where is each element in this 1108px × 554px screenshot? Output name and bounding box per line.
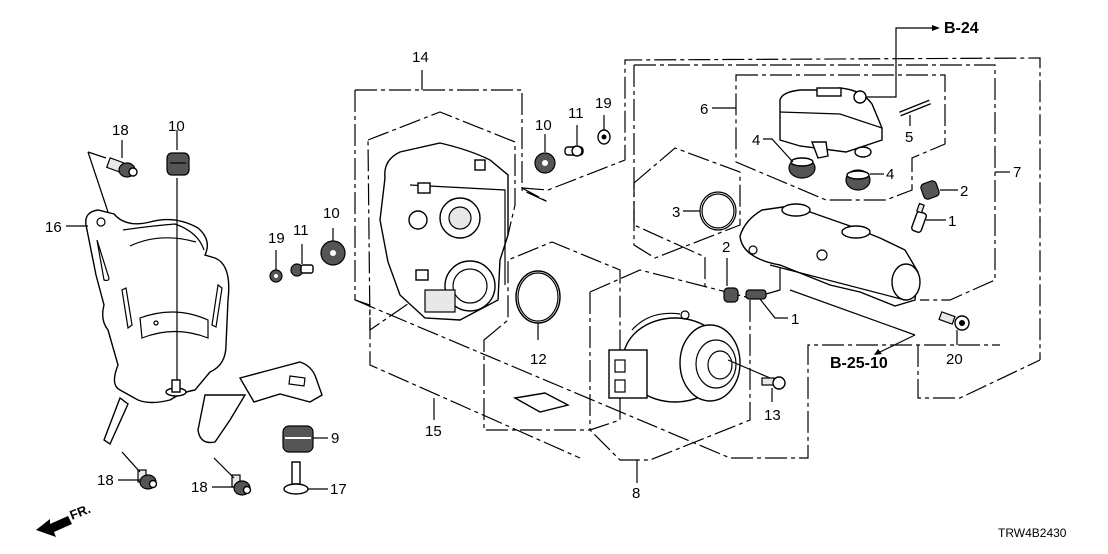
box-7-bottom [917,345,1041,399]
leader-b2510-a [789,289,916,336]
front-arrow-icon [36,516,72,537]
box-7-inner [633,64,996,301]
reservoir-part-6[interactable] [779,87,883,159]
gasket-part [512,392,570,413]
callout-16: 16 [45,219,62,236]
leader-13-axis [727,359,771,379]
housing-part-14[interactable] [379,142,509,321]
rubber-part-10-left[interactable] [166,152,190,176]
box-8-outline [589,269,751,461]
front-label: FR. [68,501,93,523]
callout-6: 6 [700,101,708,118]
callout-2-right: 2 [960,183,968,200]
reference-b24[interactable]: B-24 [944,20,979,37]
cap-part-2-left[interactable] [723,287,739,303]
callout-14: 14 [412,49,429,66]
pin-part-5[interactable] [899,99,931,117]
leader-1-left-a [765,268,781,295]
callout-1-left: 1 [791,311,799,328]
leader-18-bl-b [121,451,141,473]
bolt-part-18-bottom-mid[interactable] [231,474,252,496]
bolt-part-20[interactable] [938,311,970,331]
collar-part-11-right[interactable] [564,145,584,157]
leader-1-left-b [759,298,788,319]
callout-18-top: 18 [112,122,129,139]
callout-11-left: 11 [293,222,309,239]
leader-18-bm-b [213,457,235,479]
callout-13: 13 [764,407,781,424]
nut-part-19-right[interactable] [597,129,611,145]
reference-b2510[interactable]: B-25-10 [830,355,888,372]
arrow-b2510-icon [874,349,882,355]
master-cylinder-body-part-7[interactable] [739,203,921,307]
callout-18-bottom-mid: 18 [191,479,208,496]
collar-part-11-left[interactable] [290,263,314,277]
oring-part-12[interactable] [515,270,561,324]
leader-b2510 [879,334,916,353]
callout-10-left: 10 [168,118,185,135]
leader-b24 [866,27,932,98]
rubber-part-9[interactable] [282,425,314,453]
oring-part-3[interactable] [699,191,737,231]
box-3-outline [633,147,741,259]
box-12-outline [483,241,621,431]
cap-part-2-right[interactable] [920,180,941,201]
seal-part-4-left[interactable] [788,157,816,179]
box-14-outline [367,111,516,332]
callout-5: 5 [905,129,913,146]
callout-18-bottom-left: 18 [97,472,114,489]
leader-4-left [763,138,794,163]
bolt-part-13[interactable] [761,376,786,390]
callout-4-left: 4 [752,132,760,149]
bleeder-part-1-left[interactable] [745,289,767,300]
motor-part-8[interactable] [608,310,741,403]
nut-part-19-left[interactable] [269,269,283,283]
rubber-part-10-right[interactable] [534,152,556,174]
callout-10-right: 10 [535,117,552,134]
leader-18-top-a [87,151,107,159]
callout-2-left: 2 [722,239,730,256]
bleeder-part-1-right[interactable] [911,202,927,234]
rubber-part-10-mid[interactable] [320,240,346,266]
bracket-group [66,130,346,496]
callout-15: 15 [425,423,442,440]
front-indicator: FR. [36,501,93,537]
callout-8: 8 [632,485,640,502]
box-6-outline [735,74,946,201]
callout-17: 17 [330,481,347,498]
callouts: 18 10 16 19 11 10 9 17 18 18 14 10 11 19… [45,20,1067,540]
master-cylinder-group [633,25,1041,399]
bolt-part-18-bottom-left[interactable] [137,469,158,490]
stud-part-17[interactable] [283,461,309,495]
callout-10-mid: 10 [323,205,340,222]
callout-9: 9 [331,430,339,447]
seal-part-4-right[interactable] [845,169,871,191]
callout-12: 12 [530,351,547,368]
diagram-code: TRW4B2430 [998,526,1067,540]
arrow-b24-icon [932,25,940,31]
bolt-part-18-top[interactable] [105,157,138,178]
callout-11-right: 11 [568,105,584,122]
bracket-part-16[interactable] [85,209,323,446]
box-7-outer [521,57,1041,360]
callout-7: 7 [1013,164,1021,181]
callout-19-left: 19 [268,230,285,247]
callout-1-right: 1 [948,213,956,230]
callout-3: 3 [672,204,680,221]
callout-20: 20 [946,351,963,368]
callout-19-right: 19 [595,95,612,112]
callout-4-right: 4 [886,166,894,183]
modulator-group [354,57,1041,483]
leader-18-top-b [87,151,109,213]
